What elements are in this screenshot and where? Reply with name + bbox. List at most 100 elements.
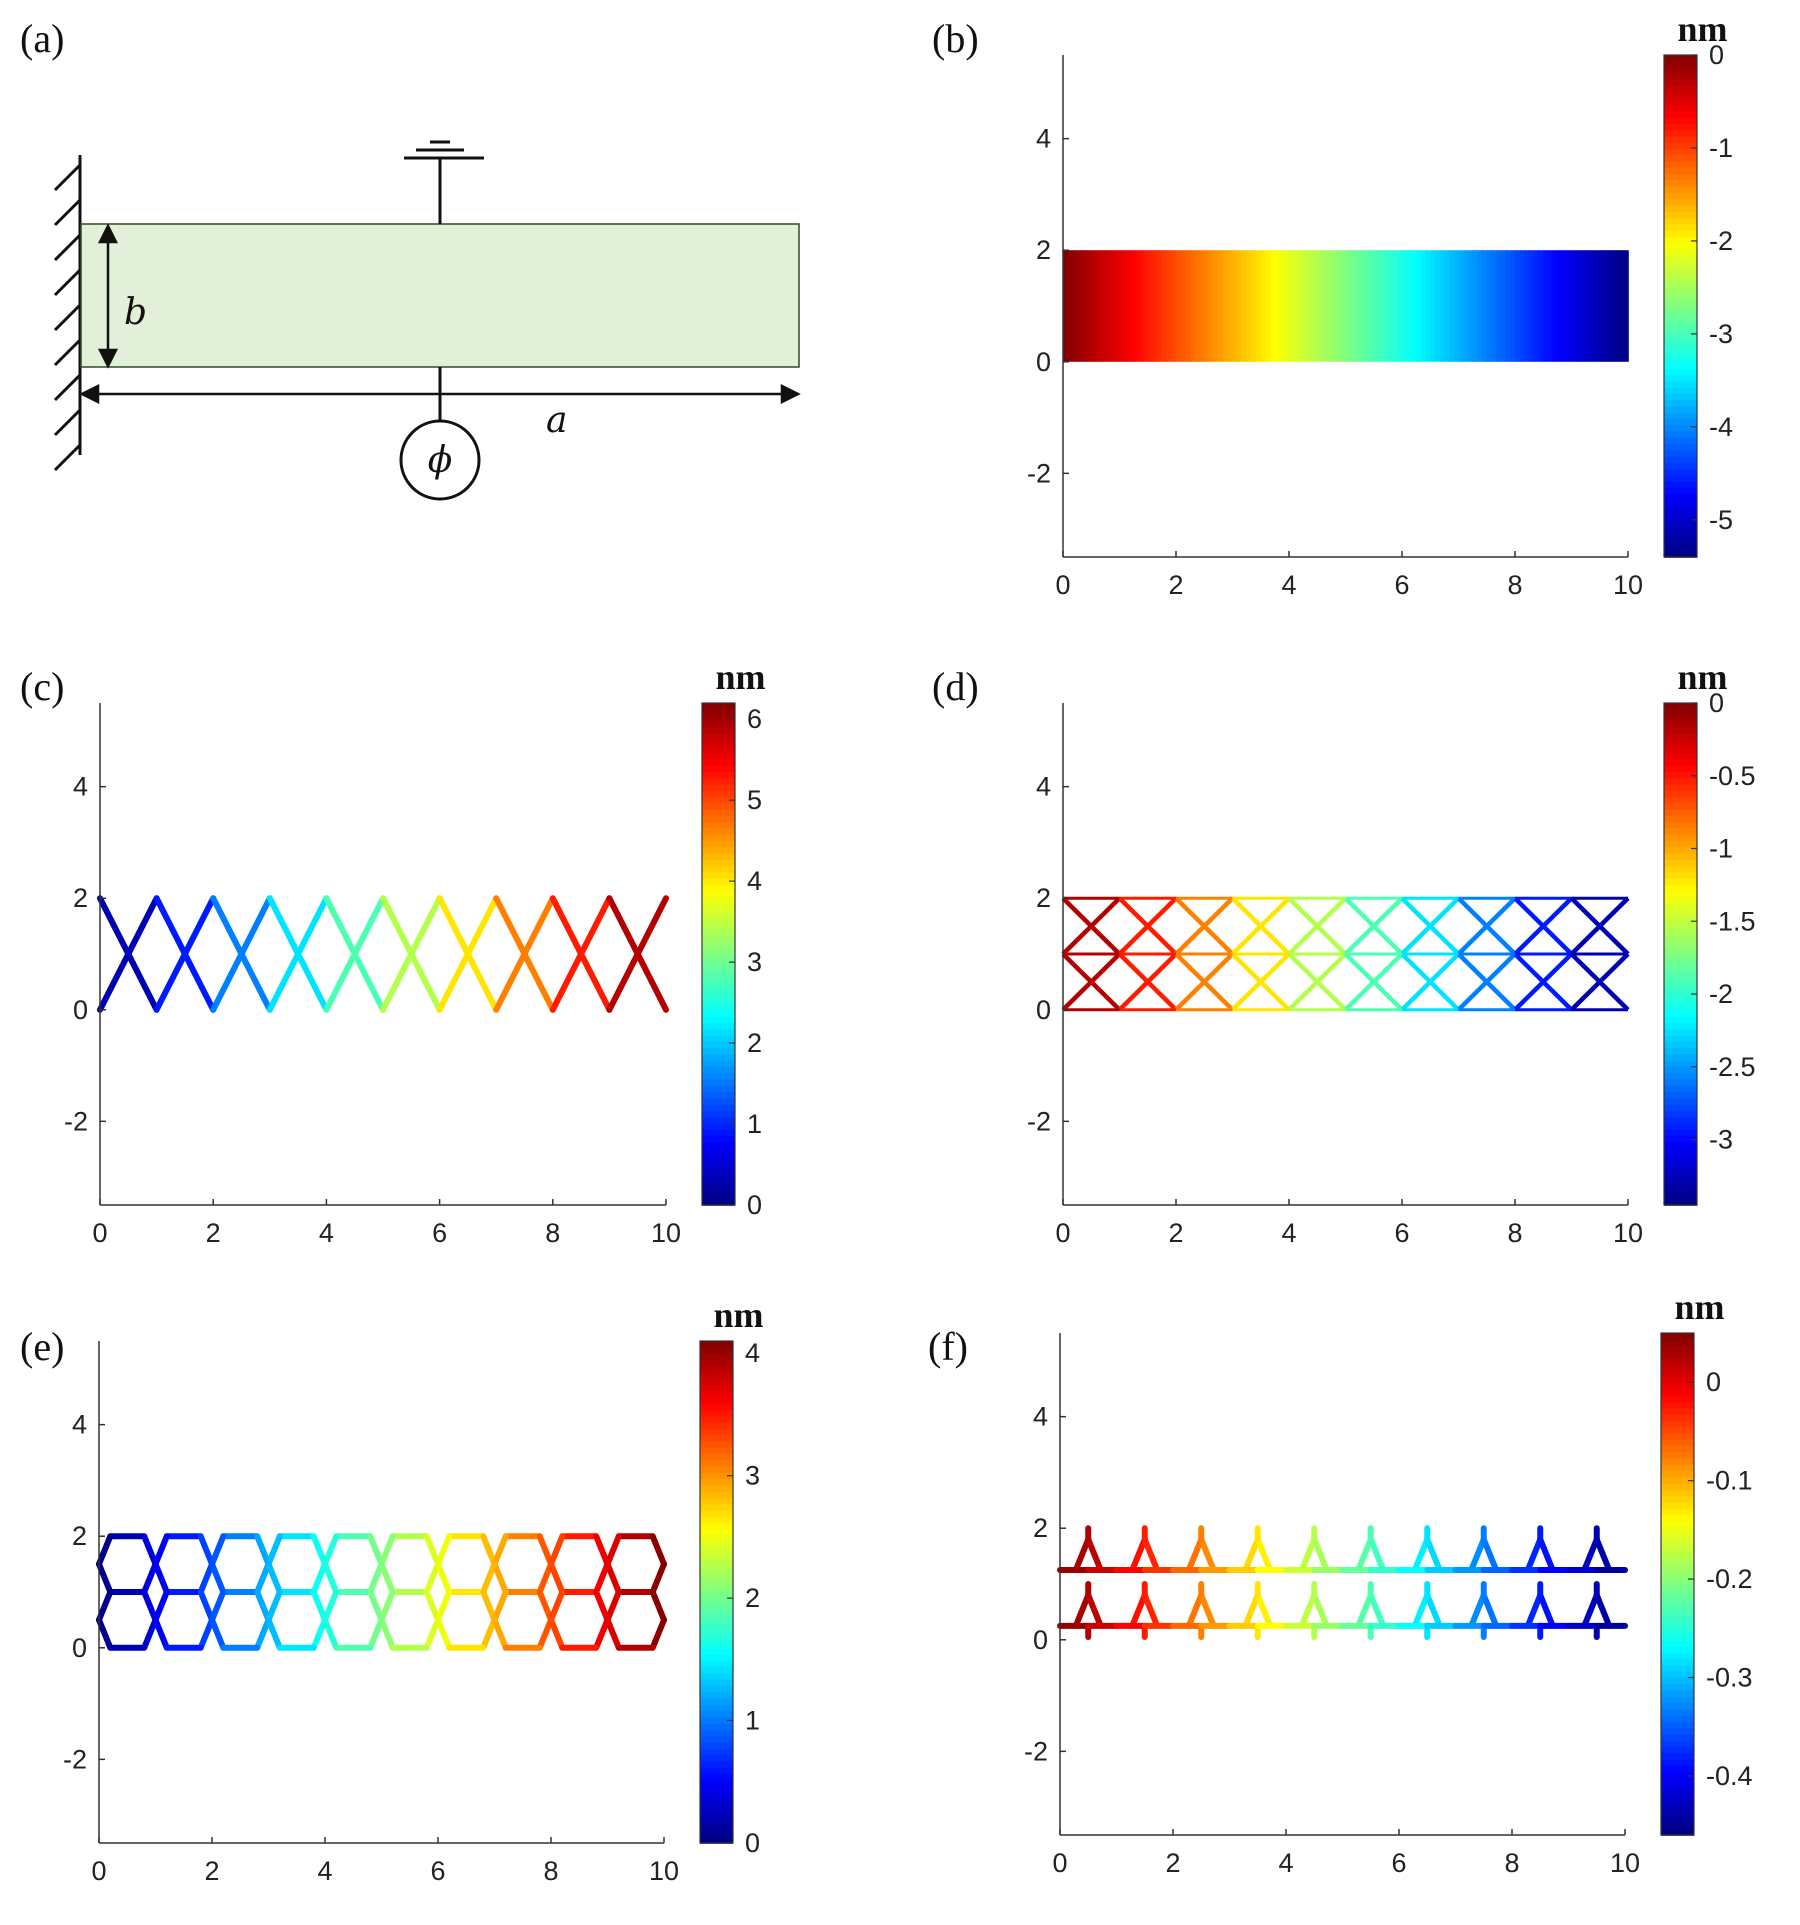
lattice-strut [378, 1589, 396, 1623]
lattice-strut [1524, 1536, 1544, 1574]
beam-strip [1515, 250, 1521, 362]
y-tick-label: -2 [1027, 458, 1051, 488]
colorbar-segment [1664, 734, 1697, 742]
y-tick-label: -2 [1027, 1106, 1051, 1136]
colorbar-segment [702, 803, 735, 811]
x-tick-label: 2 [206, 1218, 221, 1248]
colorbar-tick-label: 0 [1706, 1367, 1721, 1397]
colorbar-segment [702, 1154, 735, 1162]
lattice-strut [1537, 1536, 1556, 1574]
y-tick-label: 2 [72, 1521, 87, 1551]
potential-symbol: ϕ [428, 440, 453, 481]
colorbar-segment [702, 941, 735, 949]
colorbar-tick-label: -0.5 [1709, 761, 1756, 791]
colorbar-segment [1661, 1728, 1694, 1736]
colorbar-segment [702, 1048, 735, 1056]
colorbar-segment [1664, 425, 1697, 433]
colorbar-segment [700, 1773, 733, 1782]
lattice-strut [435, 1533, 453, 1568]
lattice-strut [197, 1561, 215, 1595]
beam-strip [1623, 250, 1629, 362]
colorbar-segment [1664, 1098, 1697, 1106]
colorbar-segment [1661, 1784, 1694, 1792]
colorbar-tick-label: -5 [1709, 505, 1733, 535]
lattice-strut [1174, 952, 1235, 1012]
colorbar-segment [702, 1173, 735, 1181]
beam-strip [1152, 250, 1158, 362]
lattice-strut [536, 1589, 554, 1623]
beam-strip [1157, 250, 1163, 362]
colorbar-segment [1664, 1186, 1697, 1194]
colorbar-segment [1661, 1471, 1694, 1479]
lattice-strut [604, 1561, 622, 1595]
panel-e-label: (e) [20, 1324, 64, 1369]
colorbar-segment [1664, 1123, 1697, 1131]
beam-strip [1331, 250, 1337, 362]
colorbar-segment [700, 1635, 733, 1643]
lattice-strut [1355, 1592, 1374, 1629]
wall-hatching [53, 163, 82, 472]
colorbar-segment [1664, 67, 1697, 75]
colorbar-segment [1661, 1546, 1694, 1554]
colorbar-segment [1661, 1370, 1694, 1378]
beam-strip [1354, 250, 1361, 362]
colorbar-tick-label: 1 [745, 1706, 760, 1736]
beam-strip [1133, 250, 1140, 362]
colorbar-segment [1661, 1464, 1694, 1472]
lattice-strut [423, 1561, 441, 1595]
lattice-strut [1411, 1592, 1431, 1629]
beam-strip [1237, 250, 1243, 362]
colorbar-d: 0-0.5-1-1.5-2-2.5-3nm [1663, 657, 1756, 1206]
colorbar-segment [1661, 1740, 1694, 1748]
colorbar-segment [1661, 1584, 1694, 1592]
beam-strip [1227, 250, 1234, 362]
colorbar-segment [1661, 1508, 1694, 1516]
lattice-strut [649, 1533, 667, 1568]
colorbar-segment [702, 1192, 735, 1200]
lattice-strut [423, 1616, 441, 1651]
lattice-strut [1456, 896, 1517, 956]
colorbar-segment [1661, 1759, 1694, 1767]
colorbar-segment [700, 1422, 733, 1430]
colorbar-segment [1661, 1715, 1694, 1723]
colorbar-segment [1664, 1117, 1697, 1125]
lattice-strut [435, 1589, 453, 1623]
y-tick-label: 4 [73, 772, 88, 802]
x-tick-label: 6 [430, 1856, 445, 1886]
colorbar-segment [1664, 255, 1697, 263]
lattice-strut [593, 1561, 611, 1595]
colorbar-segment [702, 866, 735, 874]
y-tick-label: 4 [72, 1410, 87, 1440]
beam-strip [1138, 250, 1144, 362]
beam-strip [1543, 250, 1549, 362]
colorbar-segment [700, 1378, 733, 1386]
colorbar-segment [1664, 746, 1697, 754]
colorbar-segment [702, 746, 735, 754]
lattice-strut [1141, 1536, 1161, 1574]
lattice-strut [265, 1533, 283, 1568]
beam-strip [1326, 250, 1333, 362]
beam-strip [1496, 250, 1502, 362]
lattice-strut [604, 1589, 622, 1623]
beam-strip [1458, 250, 1465, 362]
colorbar-segment [1664, 98, 1697, 106]
colorbar-segment [700, 1554, 733, 1562]
x-tick-label: 2 [1168, 570, 1183, 600]
colorbar-segment [1664, 903, 1697, 911]
colorbar-segment [1664, 387, 1697, 395]
colorbar-segment [700, 1541, 733, 1549]
lattice-strut [367, 1533, 385, 1568]
colorbar-segment [702, 734, 735, 742]
colorbar-segment [702, 1060, 735, 1068]
colorbar-segment [1661, 1364, 1694, 1372]
beam-strip [1063, 250, 1069, 362]
colorbar-segment [1664, 1041, 1697, 1049]
colorbar-segment [1664, 243, 1697, 251]
colorbar-segment [702, 1085, 735, 1093]
colorbar-tick-label: -1 [1709, 834, 1733, 864]
beam-strip [1430, 250, 1436, 362]
colorbar-segment [1661, 1640, 1694, 1648]
colorbar-segment [1664, 1135, 1697, 1144]
colorbar-segment [1664, 500, 1697, 508]
